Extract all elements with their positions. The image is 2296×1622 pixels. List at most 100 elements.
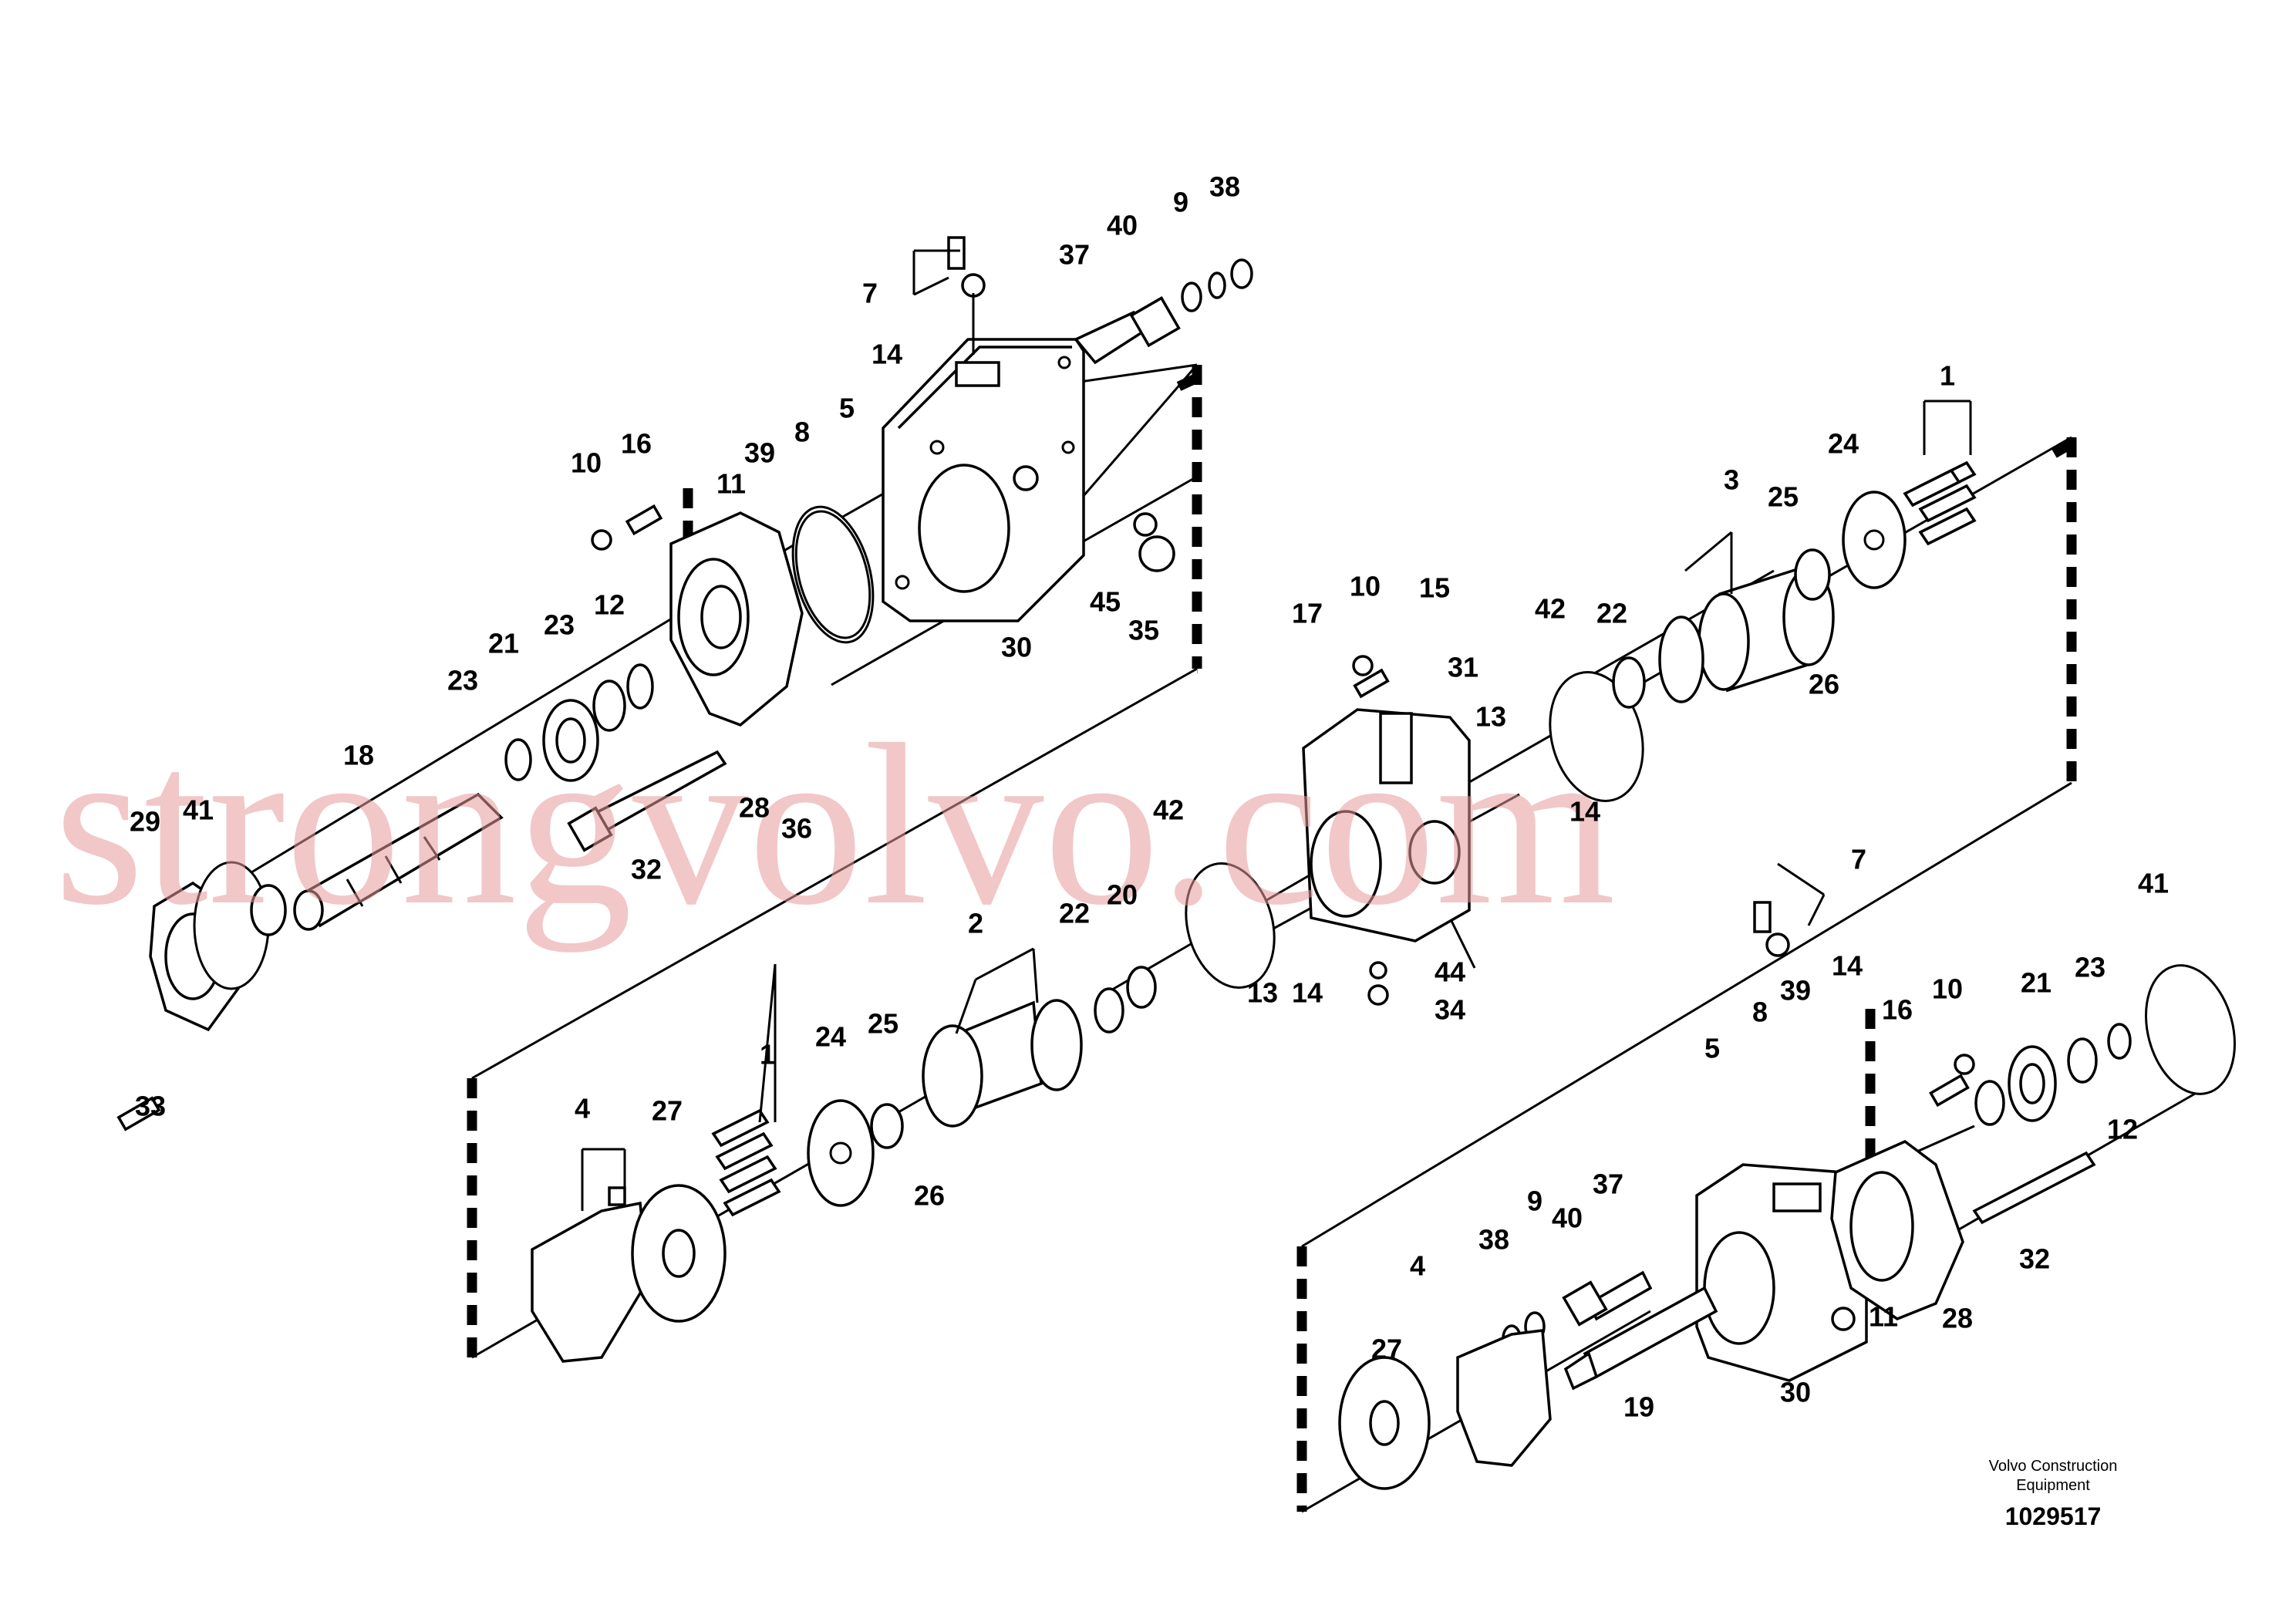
callout-21: 21	[2021, 967, 2052, 999]
callout-labels: 1 1 2 3 4 4 5 5 7 7 8 8 9 9 10 10 10 11 …	[130, 171, 2169, 1423]
credit-line-1: Volvo Construction	[1989, 1458, 2118, 1475]
callout-12: 12	[594, 589, 625, 621]
o-ring-11-upper	[791, 505, 875, 644]
callout-leaders	[581, 249, 1972, 1211]
callout-28: 28	[739, 792, 770, 824]
bearing-21-upper	[504, 663, 654, 782]
callout-10: 10	[571, 447, 602, 479]
callout-39: 39	[744, 437, 775, 469]
callout-32: 32	[2019, 1243, 2050, 1275]
callout-27: 27	[652, 1095, 683, 1127]
callout-16: 16	[621, 428, 652, 460]
callout-25: 25	[1768, 481, 1799, 513]
callout-33: 33	[135, 1091, 166, 1122]
callout-31: 31	[1448, 652, 1478, 683]
pistons-1-lower	[711, 1108, 781, 1217]
callout-5: 5	[839, 393, 855, 424]
rings-upper	[1181, 258, 1253, 312]
swash-plate-4-27-right	[1338, 1329, 1552, 1490]
callout-11: 11	[716, 468, 746, 500]
callout-24: 24	[1828, 428, 1859, 460]
sensor-7-lower	[1753, 901, 1790, 957]
callout-8: 8	[794, 416, 810, 448]
bolt-32-upper	[567, 750, 727, 852]
callout-39: 39	[1780, 975, 1811, 1007]
callout-25: 25	[868, 1008, 899, 1040]
callout-10: 10	[1932, 973, 1963, 1005]
callout-30: 30	[1001, 632, 1032, 663]
valve-block-31	[1302, 708, 1471, 943]
callout-41: 41	[2138, 868, 2169, 899]
callout-22: 22	[1059, 898, 1090, 929]
callout-23: 23	[544, 609, 575, 641]
callout-40: 40	[1552, 1202, 1583, 1234]
callout-23: 23	[447, 665, 478, 696]
callout-9: 9	[1173, 187, 1188, 218]
callout-14: 14	[1569, 796, 1600, 828]
callout-17: 17	[1292, 598, 1323, 629]
assembly-frames	[467, 365, 2077, 1512]
pistons-1-upper	[1903, 460, 1977, 546]
cylinder-block-3	[1612, 565, 1835, 709]
callout-1: 1	[760, 1039, 775, 1071]
callout-15: 15	[1419, 572, 1450, 604]
callout-28: 28	[1942, 1303, 1973, 1334]
valve-37-upper	[1074, 296, 1181, 365]
callout-21: 21	[488, 628, 519, 659]
cylinder-block-2	[922, 966, 1157, 1128]
callout-7: 7	[1851, 844, 1866, 875]
retainer-24-upper	[1794, 491, 1907, 601]
callout-12: 12	[2107, 1114, 2138, 1145]
callout-19: 19	[1623, 1391, 1654, 1423]
callout-10: 10	[1350, 571, 1381, 602]
callout-42: 42	[1535, 593, 1566, 625]
callout-23: 23	[2075, 952, 2106, 983]
callout-34: 34	[1435, 994, 1465, 1026]
callout-26: 26	[914, 1180, 945, 1212]
callout-18: 18	[343, 740, 374, 771]
callout-3: 3	[1724, 464, 1739, 496]
callout-42: 42	[1153, 794, 1184, 826]
callout-14: 14	[872, 339, 902, 370]
cover-28-upper	[669, 511, 804, 727]
callout-14: 14	[1292, 977, 1323, 1009]
sensor-7-upper	[947, 236, 986, 355]
callout-2: 2	[968, 908, 983, 939]
callout-41: 41	[183, 794, 214, 826]
shaft-19	[1563, 1286, 1718, 1391]
callout-35: 35	[1128, 615, 1159, 646]
credit-block: Volvo Construction Equipment 1029517	[1989, 1458, 2118, 1530]
callout-11: 11	[1869, 1301, 1898, 1333]
cover-28-lower	[1830, 1139, 1964, 1320]
callout-22: 22	[1596, 598, 1627, 629]
callout-14: 14	[1832, 950, 1863, 982]
retainer-24-lower	[807, 1099, 904, 1207]
callout-16: 16	[1882, 994, 1913, 1026]
callout-44: 44	[1435, 956, 1465, 988]
callout-5: 5	[1704, 1033, 1720, 1064]
bolt-32-lower	[1972, 1151, 2096, 1225]
credit-line-2: Equipment	[2016, 1477, 2090, 1494]
callout-26: 26	[1809, 669, 1839, 700]
watermark-text: strongvolvo.com	[54, 696, 1616, 953]
callout-37: 37	[1593, 1168, 1623, 1200]
pump-housing-30-lower	[1695, 1163, 1868, 1382]
callout-38: 38	[1478, 1224, 1509, 1256]
flange-29	[149, 861, 287, 1032]
callout-37: 37	[1059, 239, 1090, 271]
callout-24: 24	[815, 1021, 846, 1053]
callout-8: 8	[1752, 996, 1768, 1028]
callout-7: 7	[862, 278, 878, 309]
callout-38: 38	[1209, 171, 1240, 203]
swash-plate-4-27-lower	[531, 1184, 727, 1363]
callout-13: 13	[1247, 977, 1278, 1009]
callout-4: 4	[1410, 1250, 1425, 1282]
callout-40: 40	[1107, 210, 1138, 241]
callout-45: 45	[1090, 586, 1121, 618]
callout-13: 13	[1475, 701, 1506, 733]
bearing-21-lower	[1974, 964, 2237, 1126]
callout-36: 36	[781, 813, 812, 845]
small-bolts	[116, 504, 1975, 1131]
callout-30: 30	[1780, 1377, 1811, 1408]
